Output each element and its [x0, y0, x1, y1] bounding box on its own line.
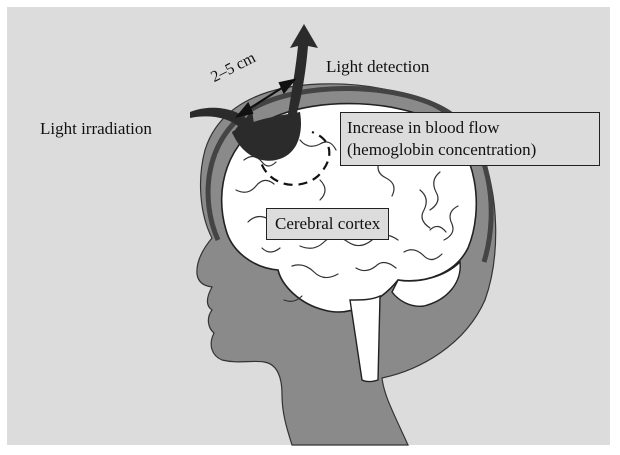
blood-flow-box: Increase in blood flow (hemoglobin conce… [340, 112, 600, 166]
label-blood-flow-line1: Increase in blood flow [347, 117, 593, 139]
label-blood-flow-line2: (hemoglobin concentration) [347, 139, 593, 161]
label-light-detection: Light detection [326, 58, 429, 75]
cerebral-cortex-box: Cerebral cortex [266, 208, 389, 240]
label-light-irradiation: Light irradiation [40, 120, 152, 137]
label-cerebral-cortex: Cerebral cortex [275, 213, 380, 235]
